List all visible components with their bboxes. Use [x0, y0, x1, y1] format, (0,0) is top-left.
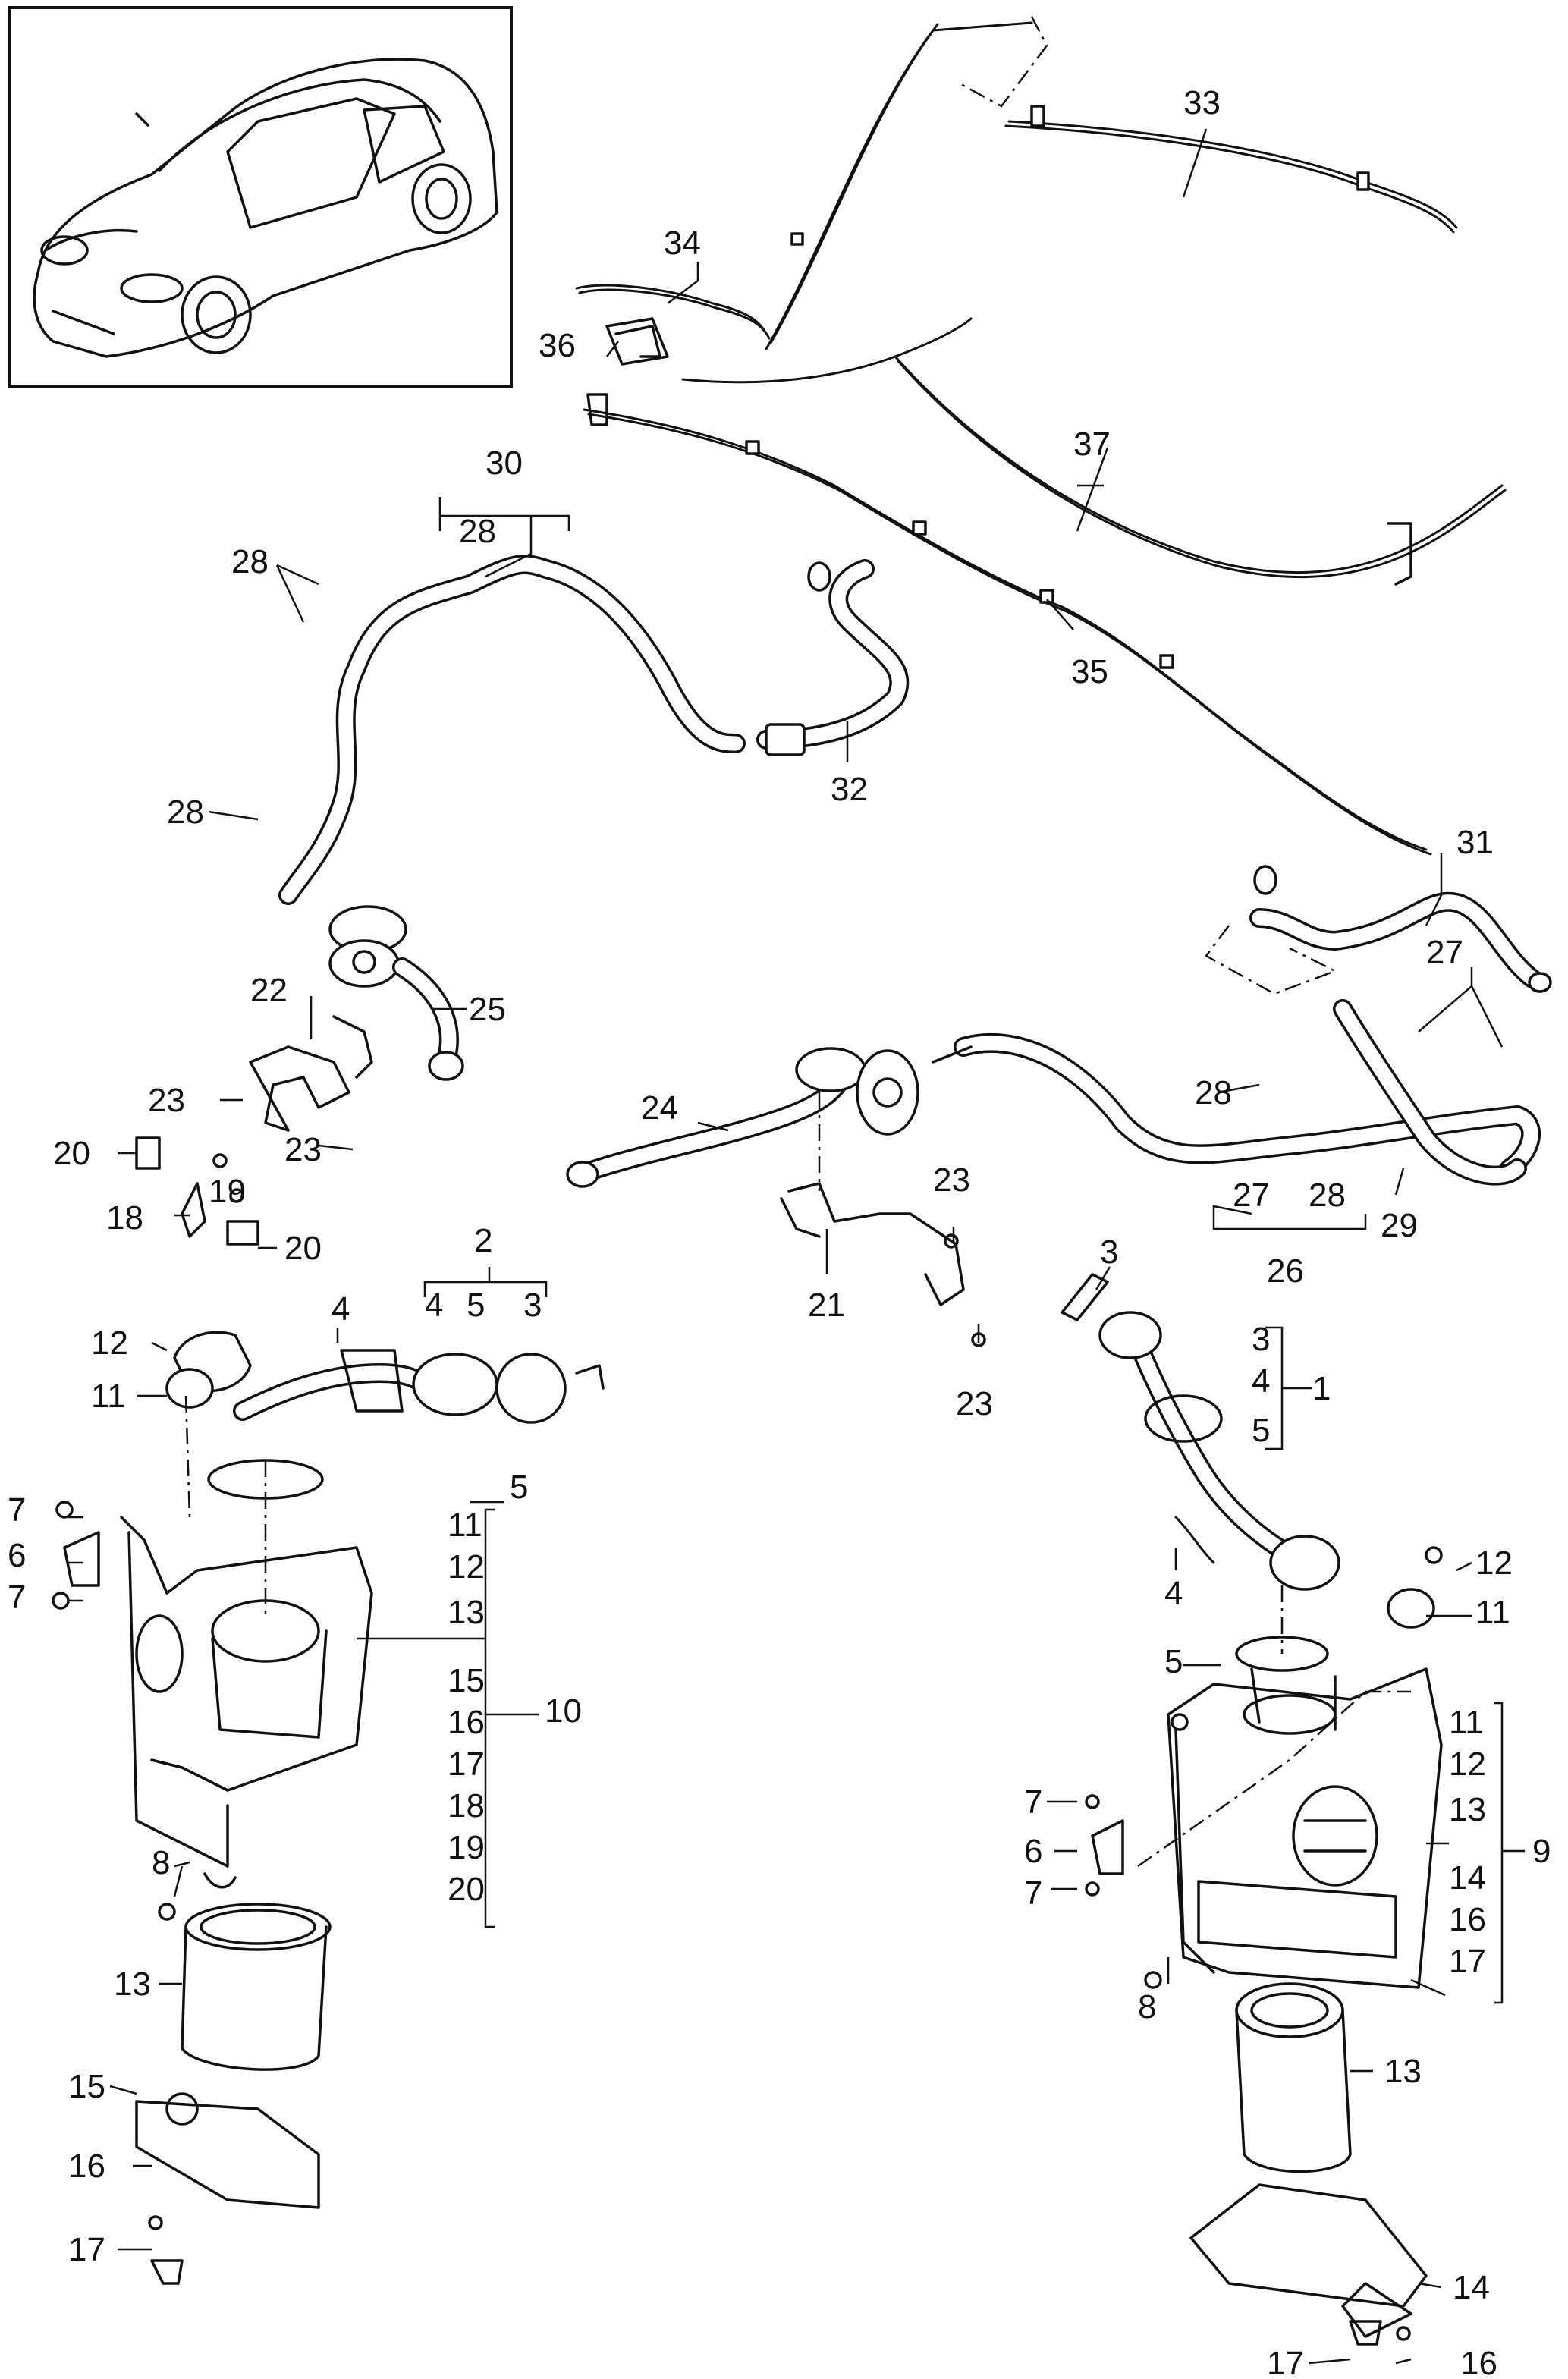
callout-13-list-right: 13 — [1449, 1791, 1486, 1828]
callout-29: 29 — [1381, 1207, 1418, 1244]
callout-7-right-a: 7 — [1024, 1783, 1042, 1821]
car-sedan-icon — [33, 58, 498, 358]
callout-30: 30 — [485, 445, 523, 482]
callout-15-list-left: 15 — [448, 1662, 485, 1699]
callout-27-bottom: 27 — [1233, 1177, 1270, 1214]
callout-23-right-b: 23 — [956, 1385, 993, 1422]
callout-22: 22 — [250, 972, 288, 1009]
callout-3-right-top: 3 — [1100, 1233, 1118, 1271]
callout-12-list-right: 12 — [1449, 1746, 1486, 1783]
callout-28-top: 28 — [459, 513, 496, 550]
callout-23-left-b: 23 — [284, 1131, 322, 1168]
callout-23-left-a: 23 — [148, 1082, 185, 1119]
callout-12-right: 12 — [1475, 1545, 1513, 1582]
callout-31: 31 — [1456, 824, 1494, 861]
callout-9: 9 — [1532, 1833, 1551, 1870]
callout-13-list-left: 13 — [448, 1594, 485, 1631]
callout-10: 10 — [545, 1692, 582, 1730]
callout-7-left-a: 7 — [8, 1491, 26, 1529]
callout-20-b: 20 — [284, 1230, 322, 1267]
callout-13-right: 13 — [1384, 2053, 1422, 2090]
secondary-air-hoses — [278, 555, 1552, 1188]
right-filter-element — [1189, 1982, 1428, 2346]
callout-32: 32 — [831, 771, 868, 808]
callout-5-right-a: 5 — [1252, 1412, 1270, 1449]
callout-8-right: 8 — [1138, 1988, 1156, 2025]
callout-17-list-left: 17 — [448, 1746, 485, 1783]
wiring-harnesses — [575, 16, 1507, 856]
callout-17-list-right: 17 — [1449, 1943, 1486, 1980]
callout-4-left-b: 4 — [425, 1287, 443, 1324]
callout-13-left: 13 — [114, 1966, 151, 2003]
callout-28-clamps: 28 — [231, 543, 269, 580]
callout-14-list-right: 14 — [1449, 1859, 1486, 1897]
callout-14-right: 14 — [1453, 2269, 1490, 2306]
callout-34: 34 — [664, 225, 701, 262]
callout-6-right: 6 — [1024, 1833, 1042, 1870]
callout-28-bottom: 28 — [1309, 1177, 1346, 1214]
callout-8-left: 8 — [152, 1844, 170, 1881]
callout-16-left: 16 — [68, 2148, 105, 2185]
callout-15-left: 15 — [68, 2068, 105, 2105]
callout-16-right: 16 — [1460, 2345, 1497, 2379]
callout-25: 25 — [469, 991, 506, 1028]
right-air-filter-housing — [1085, 1667, 1443, 1989]
callout-23-right-a: 23 — [933, 1161, 970, 1199]
callout-11-left: 11 — [91, 1378, 126, 1415]
callout-labels: 33 34 36 37 35 30 28 28 28 32 31 27 22 2… — [8, 84, 1551, 2379]
callout-4-right-b: 4 — [1164, 1575, 1183, 1612]
callout-18-a: 18 — [106, 1199, 143, 1237]
callout-5-left-b: 5 — [510, 1469, 528, 1506]
callout-17-right: 17 — [1267, 2345, 1304, 2379]
callout-5-right-b: 5 — [1164, 1643, 1183, 1680]
secondary-air-pumps — [328, 905, 973, 1136]
callout-3-right: 3 — [1252, 1321, 1270, 1358]
callout-11-list-left: 11 — [448, 1507, 482, 1544]
vehicle-thumbnail — [8, 6, 513, 388]
callout-4-right: 4 — [1252, 1362, 1270, 1400]
callout-2: 2 — [474, 1222, 492, 1259]
callout-12-left: 12 — [91, 1325, 128, 1362]
right-intake-duct — [1061, 1273, 1443, 1672]
callout-7-left-b: 7 — [8, 1579, 26, 1616]
callout-28-mid: 28 — [167, 794, 204, 831]
callout-20-list-left: 20 — [448, 1871, 485, 1908]
callout-4-left-a: 4 — [332, 1290, 350, 1328]
callout-17-left: 17 — [68, 2231, 105, 2268]
callout-18-list-left: 18 — [448, 1787, 485, 1824]
callout-35: 35 — [1071, 653, 1108, 690]
callout-21: 21 — [808, 1287, 845, 1324]
callout-16-list-left: 16 — [448, 1704, 485, 1741]
callout-11-right: 11 — [1475, 1594, 1510, 1631]
callout-6-left: 6 — [8, 1537, 26, 1574]
callout-19-a: 19 — [209, 1173, 246, 1210]
callout-37: 37 — [1073, 426, 1111, 463]
callout-36: 36 — [539, 327, 576, 364]
callout-5-left-a: 5 — [467, 1287, 485, 1324]
leader-lines — [68, 128, 1525, 2365]
callout-12-list-left: 12 — [448, 1548, 485, 1585]
callout-3-left: 3 — [523, 1287, 542, 1324]
callout-19-list-left: 19 — [448, 1829, 485, 1866]
callout-27-right: 27 — [1426, 934, 1463, 971]
callout-24: 24 — [641, 1089, 678, 1127]
callout-16-list-right: 16 — [1449, 1901, 1486, 1938]
callout-7-right-b: 7 — [1024, 1875, 1042, 1912]
callout-33: 33 — [1183, 84, 1221, 121]
callout-1: 1 — [1312, 1370, 1331, 1407]
callout-11-list-right: 11 — [1449, 1704, 1484, 1741]
callout-26: 26 — [1267, 1252, 1304, 1290]
callout-20-a: 20 — [53, 1135, 90, 1172]
left-air-filter-housing — [52, 1331, 605, 1921]
left-filter-element — [135, 1903, 332, 2285]
mounting-brackets — [135, 1015, 986, 1347]
callout-28-right: 28 — [1195, 1074, 1232, 1111]
